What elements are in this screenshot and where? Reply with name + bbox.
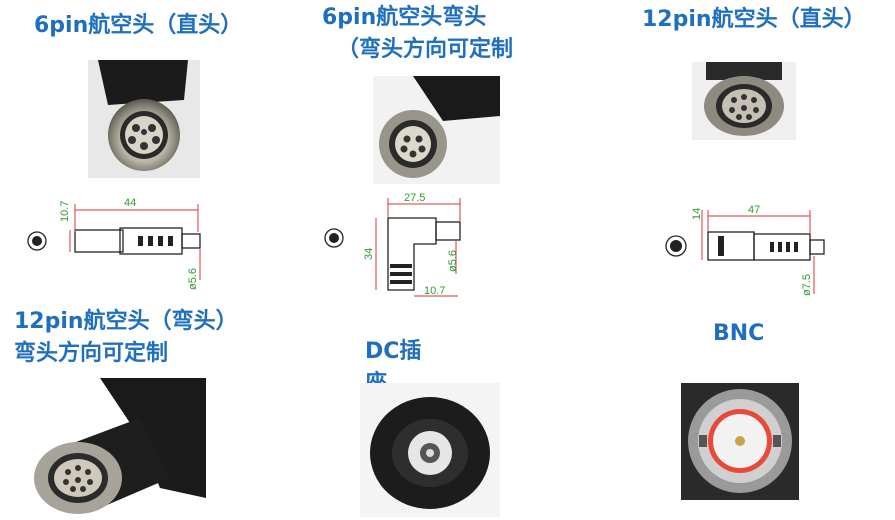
title-dc-line1: DC插 [365, 339, 422, 364]
dim-height: 14 [691, 208, 703, 220]
photo-12pin-bent [20, 378, 206, 520]
title-6pin-bent-line1: 6pin航空头弯头 [322, 5, 487, 30]
dimension-drawing-6pin-bent: 27.5 34 ø5.6 10.7 [324, 192, 461, 297]
title-6pin-bent-line2: （弯头方向可定制 [337, 37, 514, 62]
photo-bnc [681, 383, 799, 500]
dim-cable-diameter: ø5.6 [187, 268, 199, 290]
photo-dc-socket [360, 383, 500, 517]
dim-height: 34 [363, 248, 375, 260]
photo-6pin-straight [88, 60, 200, 178]
dim-top-width: 27.5 [404, 192, 425, 204]
title-6pin-straight: 6pin航空头（直头） [34, 13, 243, 38]
title-12pin-bent-line1: 12pin航空头（弯头） [14, 309, 238, 334]
dimension-drawing-12pin: 47 14 ø7.5 [665, 204, 825, 296]
photo-12pin-straight [692, 62, 796, 140]
dim-cable-diameter: ø7.5 [801, 274, 813, 296]
photo-6pin-bent [373, 76, 500, 184]
drawing-6pin-straight: 44 10.7 ø5.6 [20, 192, 210, 290]
title-12pin-bent-line2: 弯头方向可定制 [14, 341, 169, 366]
dim-length: 44 [124, 197, 136, 209]
dim-cable-diameter: ø5.6 [447, 250, 459, 272]
connector-photo-12pin [692, 62, 796, 140]
dim-height: 10.7 [59, 201, 71, 222]
connector-photo-12pin-bent [20, 378, 206, 520]
title-12pin-straight: 12pin航空头（直头） [642, 7, 866, 32]
dim-bottom-width: 10.7 [424, 285, 445, 297]
drawing-6pin-bent: 27.5 34 ø5.6 10.7 [318, 190, 478, 302]
connector-photo-6pin [88, 60, 200, 178]
dimension-drawing-6pin: 44 10.7 ø5.6 [27, 197, 201, 290]
connector-photo-6pin-bent [373, 76, 500, 184]
drawing-12pin-straight: 47 14 ø7.5 [660, 198, 840, 296]
connector-photo-bnc [681, 383, 799, 500]
title-bnc: BNC [713, 321, 765, 346]
dim-length: 47 [748, 204, 760, 216]
connector-photo-dc [360, 383, 500, 517]
